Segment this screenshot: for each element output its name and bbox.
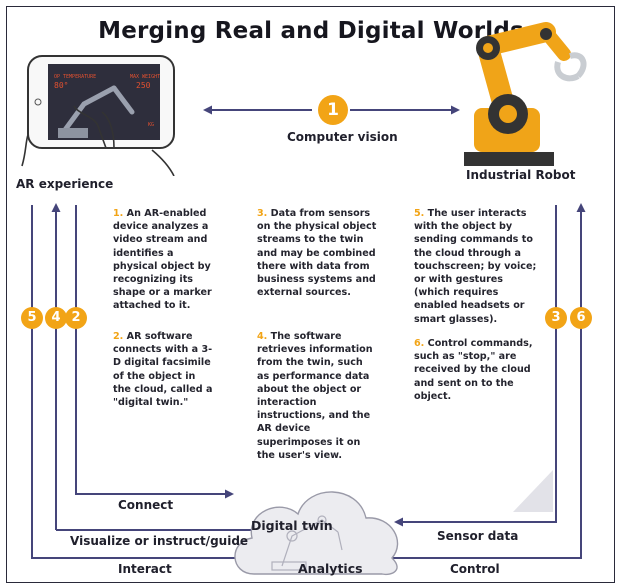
step-1-number: 1. [113,208,124,219]
ar-phone-illustration: OP TEMPERATURE 80° MAX WEIGHT 250 KG [21,55,175,176]
corner-triangle-decoration [513,470,553,512]
step-3-description: Data from sensors on the physical object… [257,208,377,299]
step-1-description: An AR-enabled device analyzes a video st… [113,208,212,312]
sensor-data-label: Sensor data [437,529,519,543]
digital-twin-label: Digital twin [251,518,333,533]
analytics-label: Analytics [298,561,363,576]
step-3-number: 3. [257,208,268,219]
connect-label: Connect [118,498,174,512]
step-4-text: 4. The software retrieves information fr… [257,330,375,462]
step-5-number: 5. [414,208,425,219]
diagram-title: Merging Real and Digital Worlds [98,18,524,44]
industrial-robot-illustration [464,22,587,166]
connect-line [75,205,234,499]
phone-weight-value: 250 [136,81,151,90]
step-5-description: The user interacts with the object by se… [414,208,537,325]
phone-temp-value: 80° [54,81,68,90]
digital-twin-cloud [234,491,399,576]
industrial-robot-label: Industrial Robot [466,168,576,182]
step-4-description: The software retrieves information from … [257,331,373,461]
step-3-text: 3. Data from sensors on the physical obj… [257,207,377,299]
badge-left-5: 5 [21,307,43,329]
step-2-number: 2. [113,331,124,342]
step-6-text: 6. Control commands, such as "stop," are… [414,337,542,403]
badge-left-4: 4 [45,307,67,329]
phone-unit: KG [148,122,154,128]
step-6-description: Control commands, such as "stop," are re… [414,338,533,402]
badge-right-6: 6 [570,307,592,329]
interact-label: Interact [118,562,172,576]
step-4-number: 4. [257,331,268,342]
ar-experience-label: AR experience [16,177,114,191]
step-5-text: 5. The user interacts with the object by… [414,207,542,326]
badge-right-3: 3 [545,307,567,329]
phone-temp-label: OP TEMPERATURE [54,74,96,80]
phone-weight-label: MAX WEIGHT [130,74,160,80]
badge-left-2: 2 [65,307,87,329]
step-6-number: 6. [414,338,425,349]
computer-vision-label: Computer vision [287,130,398,144]
step-2-description: AR software connects with a 3-D digital … [113,331,213,409]
step-2-text: 2. AR software connects with a 3-D digit… [113,330,213,409]
step-1-badge: 1 [318,95,348,125]
control-label: Control [450,562,500,576]
visualize-label: Visualize or instruct/guide [70,534,249,548]
step-1-text: 1. An AR-enabled device analyzes a video… [113,207,213,313]
